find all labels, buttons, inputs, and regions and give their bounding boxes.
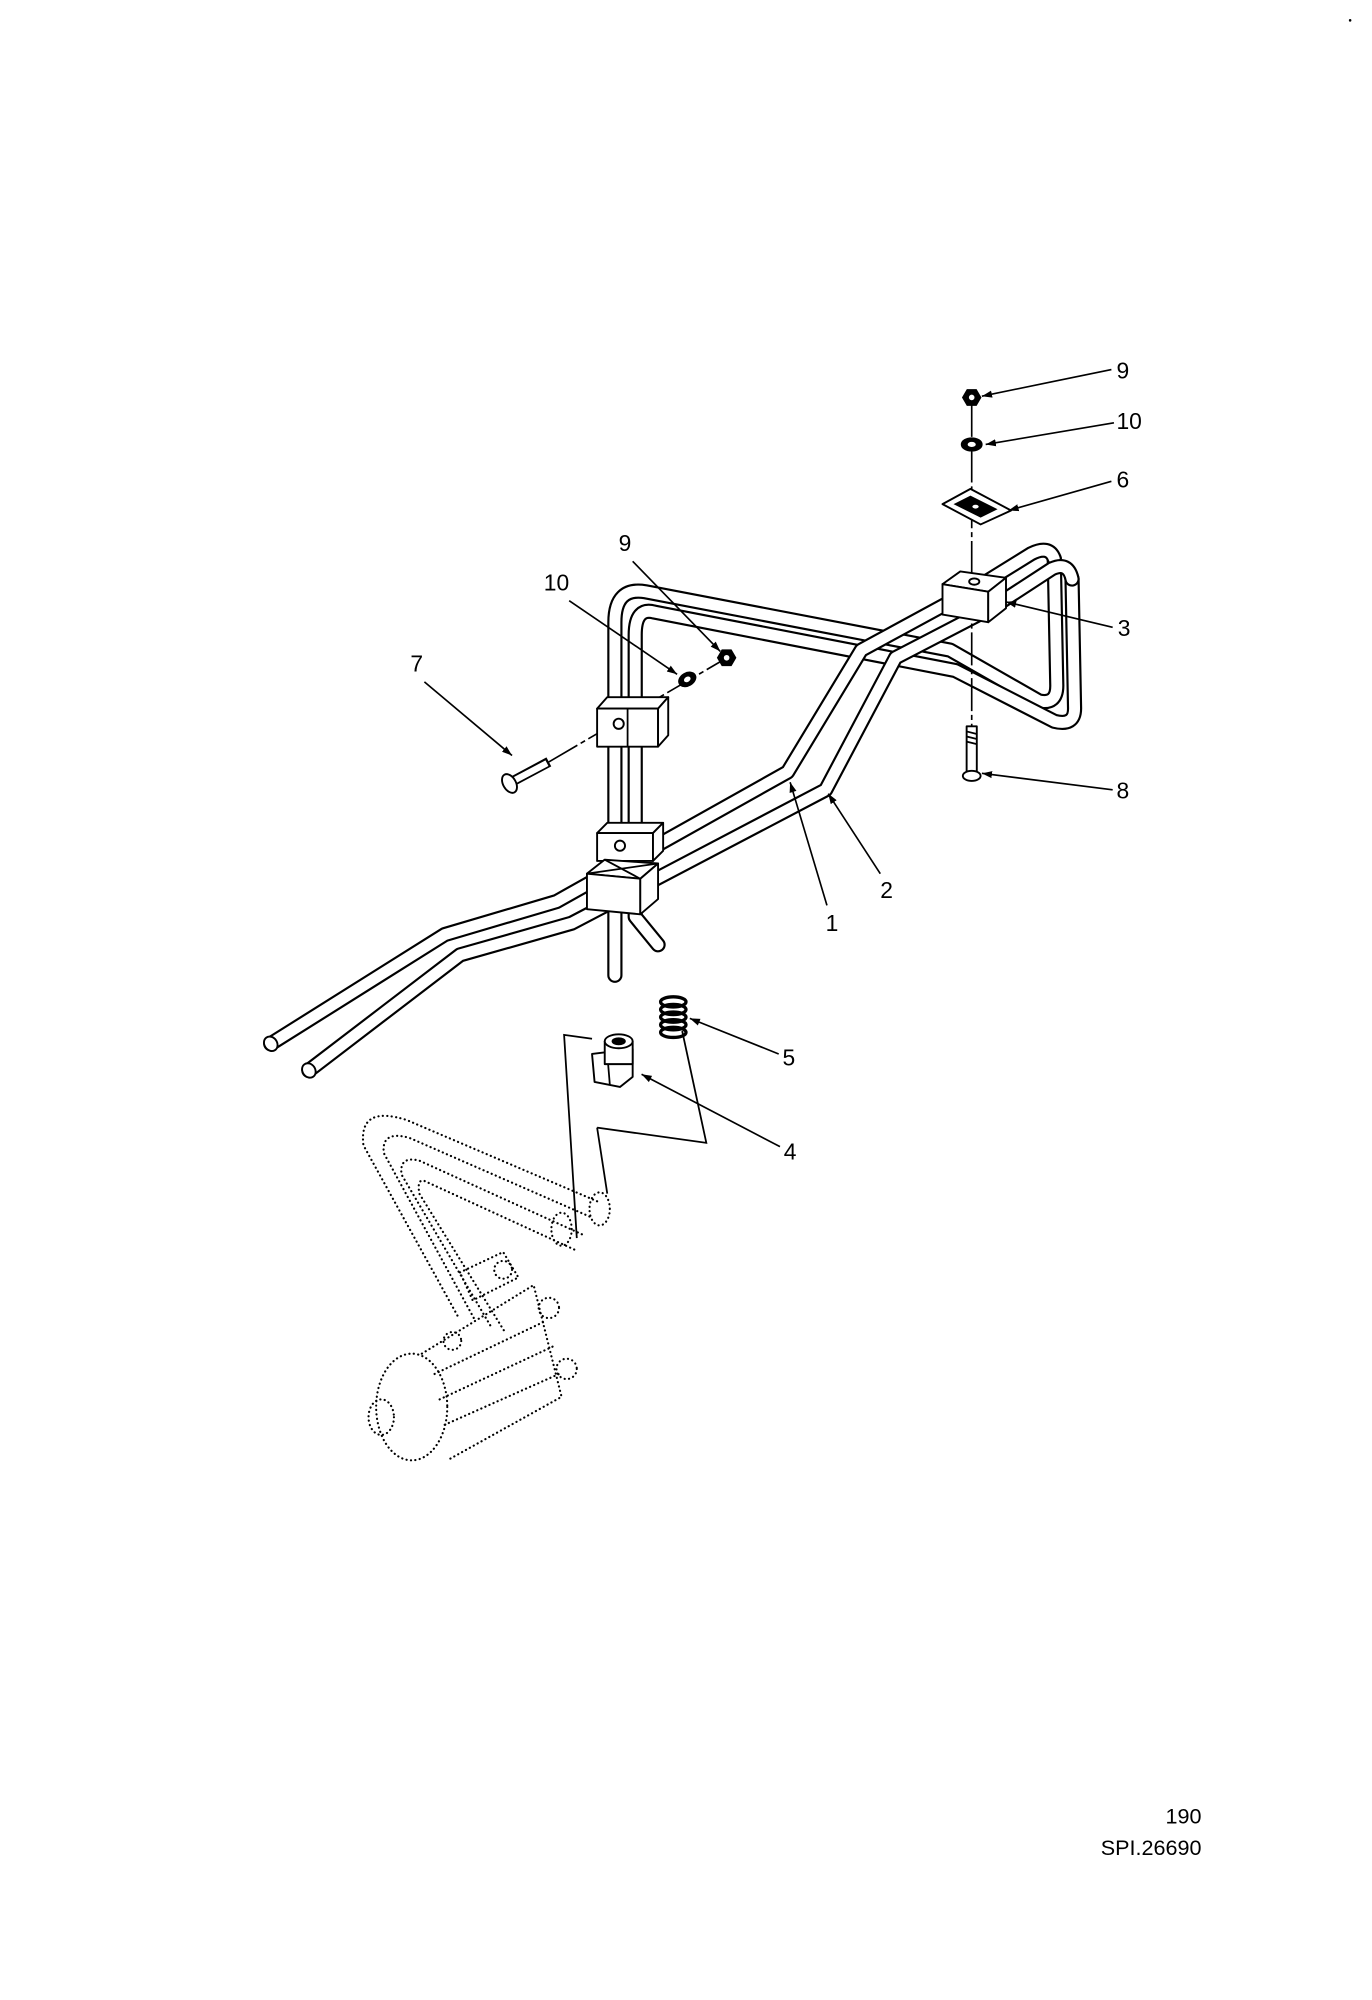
clamp-left-middle	[596, 821, 665, 862]
pipe-2-end	[301, 1062, 317, 1079]
page-number: 190	[1166, 1803, 1202, 1828]
ghost-tube-outline	[400, 1158, 583, 1327]
pipe-1-rear-section	[607, 551, 1065, 983]
pipe-1-end	[263, 1035, 279, 1052]
leader-line-clamp-upper	[1005, 600, 1113, 629]
leader-line-nut-upper	[981, 368, 1112, 398]
ghost-pump-port	[442, 1330, 463, 1351]
pipe-2-front-section	[301, 559, 1080, 1079]
leader-line-plate	[1008, 480, 1112, 512]
clamp-hole	[612, 717, 625, 730]
callout-clamp-upper: 3	[1118, 615, 1131, 641]
ghost-pump-flange	[375, 1352, 449, 1462]
leader-line-fitting	[641, 1073, 781, 1148]
spring	[658, 995, 688, 1040]
bolt-upper	[961, 725, 982, 782]
callout-nut-left: 9	[619, 530, 632, 556]
leader-line-bolt-upper	[981, 771, 1113, 791]
pipe-1-front-section	[263, 542, 1062, 1052]
nut-upper	[961, 389, 982, 406]
leader-line-pipe-2	[827, 793, 881, 875]
ghost-pump-rib	[438, 1344, 556, 1401]
ghost-tube-end	[588, 1191, 611, 1227]
washer-left	[678, 671, 697, 688]
leader-line-spring	[689, 1017, 780, 1055]
leader-line-washer-upper	[985, 422, 1115, 447]
connection-line-fitting	[563, 1033, 593, 1239]
callout-fitting: 4	[784, 1138, 797, 1164]
callout-washer-upper: 10	[1116, 408, 1141, 434]
bolt-left	[501, 757, 552, 794]
connection-line-drop	[596, 1127, 609, 1194]
leader-line-washer-left	[568, 599, 678, 675]
clamp-left-upper	[596, 696, 670, 748]
callout-plate: 6	[1116, 467, 1129, 493]
ghost-pump-port	[537, 1296, 561, 1320]
leader-lines	[423, 368, 1115, 1148]
ghost-pump-port	[493, 1259, 514, 1280]
elbow-fitting	[591, 1033, 634, 1088]
nut-left	[716, 649, 737, 667]
ghost-pump-port	[555, 1357, 578, 1381]
ghost-pump-rib	[443, 1372, 561, 1426]
clamp-hole	[613, 839, 626, 852]
ghost-tube-outline	[361, 1114, 599, 1317]
callout-nut-upper: 9	[1116, 357, 1129, 383]
callout-spring: 5	[782, 1044, 795, 1070]
callout-bolt-upper: 8	[1116, 778, 1129, 804]
callout-bolt-left: 7	[410, 651, 423, 677]
pipe-2-rear-section	[627, 571, 1083, 953]
ghost-tube-outline	[382, 1134, 591, 1322]
leader-line-pipe-1	[789, 781, 828, 906]
clamp-hole	[968, 577, 981, 586]
plate-hole	[971, 503, 980, 510]
ghost-pump-assembly	[361, 1114, 611, 1462]
callout-labels: 9 10 6 3 8 9 10 7 1 2 5 4	[410, 357, 1141, 1164]
clamp-plate	[941, 487, 1013, 526]
leader-line-nut-left	[632, 560, 721, 653]
connection-line-spring	[596, 1030, 708, 1144]
scan-speck	[1348, 19, 1352, 22]
washer-upper	[960, 437, 983, 452]
clamp-left-lower	[586, 858, 660, 916]
ghost-pump-body	[420, 1283, 563, 1462]
ghost-pump-rib	[433, 1319, 548, 1376]
clamp-upper-right	[941, 570, 1007, 624]
callout-pipe-1: 1	[826, 910, 839, 936]
drawing-reference: SPI.26690	[1101, 1835, 1202, 1860]
ghost-tube-end	[550, 1211, 573, 1247]
ghost-tube-outline	[417, 1179, 576, 1335]
callout-pipe-2: 2	[880, 877, 893, 903]
callout-washer-left: 10	[544, 569, 569, 595]
ghost-pump-shaft	[367, 1398, 396, 1436]
leader-line-bolt-left	[423, 681, 513, 757]
ghost-pump-top	[458, 1250, 520, 1302]
connection-lines	[563, 1030, 708, 1239]
